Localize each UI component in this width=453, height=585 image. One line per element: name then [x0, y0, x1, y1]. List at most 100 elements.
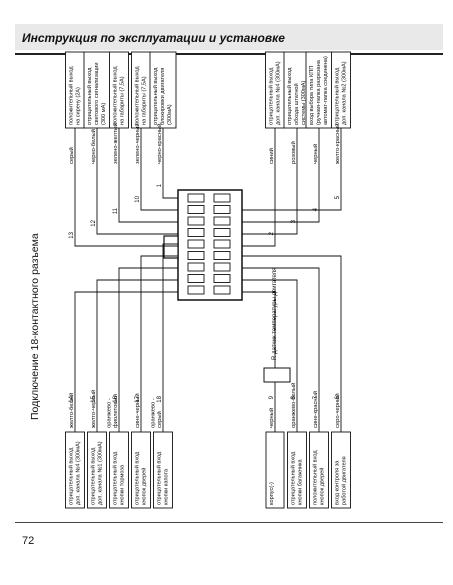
connector-pin	[213, 285, 231, 295]
wire-line	[242, 128, 320, 223]
pin-number: 17	[135, 395, 141, 402]
wire-color-label: серо-черный	[334, 393, 341, 428]
function-text: отрицательный вход	[112, 451, 119, 505]
function-text: отрицательный вход	[290, 451, 297, 505]
connector-pin	[187, 285, 205, 295]
wire-color-label: желто-красный	[334, 123, 341, 164]
function-text: кнопки багажника	[298, 458, 304, 505]
pin-number: 8	[291, 395, 297, 399]
wire-color-label: черный	[312, 144, 319, 164]
function-text: (300 мА)	[101, 103, 107, 125]
function-text: кнопок дверей	[141, 468, 148, 505]
wire-color-label: желто-белый	[68, 393, 75, 428]
function-text: отрицательный вход	[156, 451, 163, 505]
function-box	[309, 431, 329, 509]
function-text: на габариты (7,5А)	[120, 76, 126, 125]
connector-pin	[213, 251, 231, 260]
pin-number: 15	[91, 395, 97, 402]
wire-line	[74, 128, 178, 247]
diagram-title: Подключение 18-контактного разъема	[29, 233, 41, 420]
wire-color-label: синий	[268, 148, 275, 164]
function-text: блокировки двигателя	[160, 68, 166, 125]
header-title: Инструкция по эксплуатации и установке	[22, 31, 285, 45]
connector-pin	[213, 239, 231, 249]
sensor-label: R датчик температуры двигателя	[272, 268, 278, 360]
connector-pin	[187, 274, 205, 283]
pin-number: 12	[91, 219, 97, 226]
wires-top-left: отрицательный выход доп. канала №4 (300мА…	[65, 243, 178, 509]
pin-number: 2	[269, 231, 275, 235]
function-box	[265, 431, 285, 509]
function-text: доп. канала №4 (300мА)	[276, 61, 282, 125]
pin-number: 3	[291, 219, 297, 223]
pin-number: 7	[313, 395, 319, 399]
function-text: корпус(-)	[269, 482, 275, 505]
wire-line	[242, 267, 320, 432]
wire-line	[242, 128, 276, 247]
wire-14: отрицательный выход доп. канала №4 (300мА…	[65, 291, 178, 509]
wire-color-label: оранжево -	[151, 398, 157, 428]
function-text: автомат-папка соединена)	[323, 56, 329, 125]
function-box	[149, 51, 177, 129]
function-text: отрицательный вход	[134, 451, 141, 505]
wire-color-label: желто-черный	[90, 390, 97, 428]
function-text: (300мА)	[167, 104, 173, 125]
function-box	[331, 51, 351, 129]
function-text: положительный выход	[112, 66, 119, 125]
function-text: отрицательный выход	[286, 67, 293, 125]
wire-color-label: черный	[268, 408, 275, 428]
function-text: обхода штатной	[293, 83, 300, 125]
function-text: светового сигнализации	[94, 62, 100, 125]
pin-number: 9	[269, 395, 275, 399]
connector-pin	[213, 262, 231, 272]
wire-line	[140, 128, 178, 211]
page-number: 72	[22, 535, 35, 547]
function-box	[109, 431, 129, 509]
function-text: отрицательный выход	[90, 447, 97, 505]
pin-number: 18	[157, 395, 163, 402]
wire-line	[242, 255, 342, 432]
connector-pin	[213, 193, 231, 203]
function-text: системы (300мА)	[301, 80, 307, 125]
wire-color-label: черно-белый	[90, 129, 97, 164]
pin-number: 4	[313, 207, 319, 211]
header-rule	[15, 53, 443, 55]
connector-pin	[187, 193, 205, 203]
connector-pin	[213, 216, 231, 226]
function-text: отрицательный выход	[268, 67, 275, 125]
wire-color-label: серый	[156, 411, 163, 428]
function-text: кнопки тормоза	[120, 464, 126, 505]
wire-color-label: серый	[68, 147, 75, 164]
function-text: отрицательный выход	[86, 67, 93, 125]
wire-line	[242, 291, 276, 432]
function-text: работой двигателя	[341, 456, 348, 505]
wire-color-label: фиолетовый	[112, 394, 119, 428]
wire-9: корпус(-) черный 9	[242, 291, 285, 509]
header-band	[15, 24, 443, 50]
pin-number: 11	[113, 207, 119, 214]
connector-pin	[187, 262, 205, 272]
wire-line	[242, 128, 298, 235]
connector-18pin	[163, 189, 243, 301]
temperature-sensor: R датчик температуры двигателя	[263, 268, 291, 383]
pin-number: 5	[335, 195, 341, 199]
function-text: кнопки капота	[164, 468, 170, 505]
pin-number: 13	[69, 231, 75, 238]
function-text: доп. канала №4 (300мА)	[76, 441, 82, 505]
function-box	[131, 431, 151, 509]
